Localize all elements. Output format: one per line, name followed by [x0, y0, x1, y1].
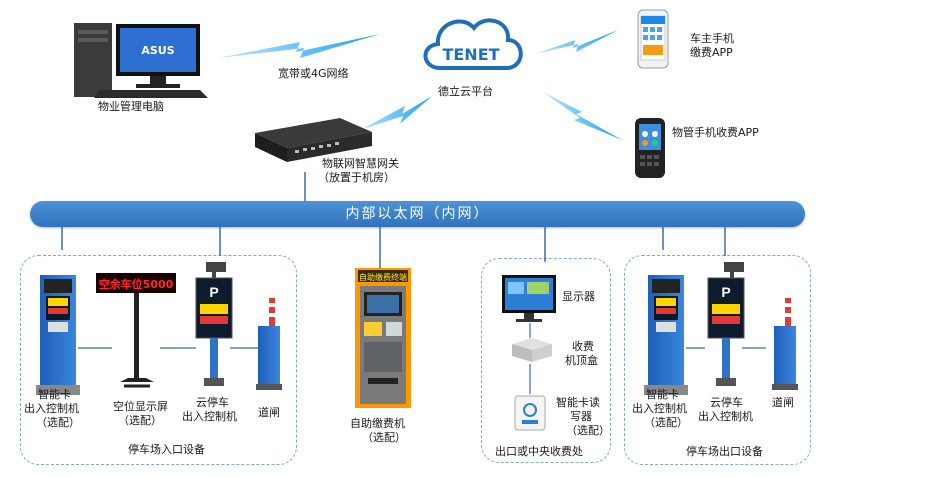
entrance-barrier-label: 道闸: [258, 406, 280, 419]
exit-card-label-line1: 智能卡: [646, 388, 679, 401]
svg-text:P: P: [209, 284, 218, 300]
vacancy-display-label-line1: 空位显示屏: [113, 400, 168, 413]
exit-barrier-icon: [772, 298, 798, 390]
exit-group-label: 停车场出口设备: [686, 445, 763, 458]
exit-cloud-controller-icon: P: [707, 262, 745, 386]
cloud-label: 德立云平台: [438, 85, 493, 98]
ethernet-bus: 内部以太网（内网）: [30, 201, 805, 227]
kiosk-label-line2: （选配）: [362, 431, 406, 444]
manager-handheld-icon: [635, 118, 665, 178]
settop-box-label-line1: 收费: [572, 340, 594, 353]
gateway-icon: [255, 118, 372, 162]
owner-phone-label-line2: 缴费APP: [690, 46, 733, 59]
entrance-group-label: 停车场入口设备: [128, 443, 205, 456]
entrance-card-label-line3: （选配）: [36, 416, 80, 429]
exit-group: [624, 255, 811, 465]
monitor-icon: [502, 275, 556, 322]
broadband-label: 宽带或4G网络: [278, 67, 349, 80]
exit-card-label-line2: 出入控制机: [632, 402, 687, 415]
exit-cloud-label-line1: 云停车: [710, 396, 743, 409]
entrance-cloud-label-line2: 出入控制机: [182, 410, 237, 423]
card-reader-label-line3: （选配）: [566, 424, 610, 437]
wireless-bolt-cloud-manager: [543, 92, 622, 140]
pc-icon: ASUS: [74, 23, 208, 98]
manager-phone-label: 物管手机收费APP: [672, 126, 759, 139]
entrance-group: [20, 255, 297, 465]
exit-cloud-label-line2: 出入控制机: [698, 410, 753, 423]
entrance-cloud-controller-icon: P: [195, 262, 233, 386]
gateway-label-line1: 物联网智慧网关: [322, 157, 399, 170]
pc-label: 物业管理电脑: [98, 100, 164, 113]
exit-card-label-line3: （选配）: [644, 416, 688, 429]
svg-text:P: P: [721, 284, 730, 300]
entrance-barrier-icon: [256, 298, 282, 390]
owner-phone-label-line1: 车主手机: [690, 32, 734, 45]
settop-box-label-line2: 机顶盒: [565, 354, 598, 367]
cloud-logo-text: TENET: [442, 45, 499, 64]
card-reader-label-line2: 写器: [570, 410, 592, 423]
entrance-cloud-label-line1: 云停车: [196, 396, 229, 409]
kiosk-label-line1: 自助缴费机: [350, 417, 405, 430]
gateway-label-line2: （放置于机房）: [318, 171, 395, 184]
center-group-label: 出口或中央收费处: [495, 445, 583, 458]
card-reader-label-line1: 智能卡读: [556, 396, 600, 409]
wireless-bolt-cloud-owner: [535, 30, 618, 54]
wireless-bolt-pc-cloud: [218, 34, 380, 58]
exit-barrier-label: 道闸: [772, 396, 794, 409]
settop-box-icon: [512, 338, 552, 362]
bus-drop-lines: [61, 172, 726, 268]
owner-phone-icon: [637, 9, 669, 69]
card-reader-icon: [514, 395, 546, 431]
entrance-card-label-line2: 出入控制机: [24, 402, 79, 415]
cloud-logo: TENET: [423, 18, 523, 70]
kiosk-sign-text: 自助缴费终端: [359, 272, 407, 282]
pc-brand-text: ASUS: [141, 44, 174, 57]
self-service-kiosk-icon: 自助缴费终端: [355, 268, 411, 408]
monitor-label: 显示器: [562, 290, 595, 303]
vacancy-display-text: 空余车位5000: [99, 277, 174, 291]
entrance-card-label-line1: 智能卡: [38, 388, 71, 401]
wireless-bolt-gateway-cloud: [360, 96, 432, 130]
exit-card-controller-icon: [644, 275, 688, 395]
center-group: [481, 258, 611, 463]
vacancy-display-icon: 空余车位5000: [96, 273, 176, 388]
vacancy-display-label-line2: （选配）: [118, 414, 162, 427]
entrance-card-controller-icon: [36, 275, 80, 395]
bus-label: 内部以太网（内网）: [345, 206, 490, 222]
